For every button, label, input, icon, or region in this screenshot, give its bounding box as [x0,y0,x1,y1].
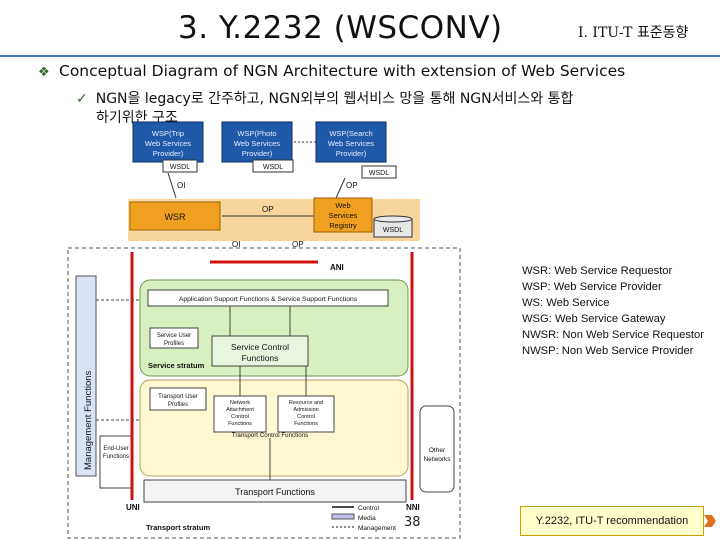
svg-text:Management: Management [358,525,396,532]
reference-box: Y.2232, ITU-T recommendation [520,506,704,536]
svg-text:Web: Web [335,201,350,210]
service-stratum-label: Service stratum [148,361,205,370]
end-user-functions: End-User Functions [99,435,133,489]
ani-label: ANI [330,263,344,272]
svg-text:Services: Services [329,211,358,220]
title-divider [0,55,720,57]
main-bullet-text: Conceptual Diagram of NGN Architecture w… [59,62,626,80]
op-label-top: OP [346,181,358,190]
svg-text:WSDL: WSDL [263,164,283,171]
svg-text:Service User: Service User [157,333,191,339]
wsp-photo-wsdl: WSDL [252,159,294,173]
next-slide-arrow-icon[interactable] [703,512,717,530]
ngn-frame [67,247,461,539]
legend-item: WSG: Web Service Gateway [522,313,666,326]
svg-text:Functions: Functions [228,421,252,427]
oi-label-bottom: OI [232,240,240,249]
transport-user-profiles: Transport User Profiles [149,387,207,411]
svg-text:Service Control: Service Control [231,342,289,352]
svg-text:Web Services: Web Services [234,139,280,148]
svg-text:Functions: Functions [294,421,318,427]
oi-label-top: OI [177,181,185,190]
svg-text:WSDL: WSDL [383,227,403,234]
other-networks: Other Networks [419,405,455,493]
transport-control-label: Transport Control Functions [232,432,308,439]
transport-functions: Transport Functions [143,479,407,503]
wsp-photo-box: WSP(Photo Web Services Provider) [221,121,293,163]
wsp-trip-wsdl: WSDL [162,159,198,173]
svg-text:WSP(Search: WSP(Search [329,129,372,138]
legend-item: WSR: Web Service Requestor [522,265,673,277]
sub-bullet: ✓ NGN을 legacy로 간주하고, NGN외부의 웹서비스 망을 통해 NG… [76,88,573,108]
nni-label: NNI [406,503,420,512]
wsp-search-box: WSP(Search Web Services Provider) [315,121,387,163]
page-number: 38 [404,515,421,530]
svg-text:Attachment: Attachment [226,407,254,413]
svg-text:WSDL: WSDL [369,170,389,177]
check-bullet-icon: ✓ [76,91,88,107]
wsp-trip-box: WSP(Trip Web Services Provider) [132,121,204,163]
racf-box: Resource and Admission Control Functions [277,395,335,433]
svg-text:End-User: End-User [103,446,128,452]
service-user-profiles: Service User Profiles [149,327,199,349]
svg-text:Web Services: Web Services [145,139,191,148]
transport-control-panel [139,379,409,477]
svg-text:Functions: Functions [242,353,279,363]
svg-text:Functions: Functions [103,454,129,460]
sub-bullet-text-1: NGN을 legacy로 간주하고, NGN외부의 웹서비스 망을 통해 NGN… [95,91,574,107]
reference-text: Y.2232, ITU-T recommendation [535,515,689,527]
svg-text:Registry: Registry [329,221,357,230]
svg-text:Media: Media [358,515,376,522]
svg-text:Provider): Provider) [336,149,367,158]
svg-text:Transport Functions: Transport Functions [235,487,315,497]
line-legend: Control Media Management [331,505,396,532]
svg-text:WSP(Trip: WSP(Trip [152,129,184,138]
svg-text:Application Support Functions: Application Support Functions & Service … [179,296,358,303]
svg-text:Web Services: Web Services [328,139,374,148]
page-title: 3. Y.2232 (WSCONV) [178,10,503,46]
svg-text:Admission: Admission [293,407,318,413]
web-services-registry: Web Services Registry [313,197,373,233]
svg-text:Control: Control [297,414,315,420]
svg-text:Control: Control [231,414,249,420]
svg-text:WSP(Photo: WSP(Photo [237,129,276,138]
svg-text:Other: Other [429,447,446,454]
svg-text:Control: Control [358,505,380,512]
app-support-bar: Application Support Functions & Service … [147,289,389,307]
management-functions-bar [75,275,97,477]
section-label: I. ITU-T 표준동향 [578,25,689,41]
wsr-box: WSR [129,201,221,231]
diamond-bullet-icon: ❖ [38,64,50,80]
registry-wsdl-db-icon: WSDL [373,215,413,238]
svg-text:Resource and: Resource and [289,400,323,406]
svg-text:WSDL: WSDL [170,164,190,171]
management-functions-label: Management Functions [83,370,94,470]
legend-item: WSP: Web Service Provider [522,281,662,294]
wsp-search-wsdl: WSDL [361,165,397,179]
svg-text:Transport User: Transport User [158,394,198,400]
legend-item: NWSP: Non Web Service Provider [522,345,694,358]
service-control-functions: Service Control Functions [211,335,309,367]
legend-item: WS: Web Service [522,297,610,310]
svg-text:Networks: Networks [423,456,451,463]
uni-label: UNI [126,503,140,512]
acronym-legend: WSR: Web Service Requestor WSP: Web Serv… [522,263,704,360]
transport-stratum-label: Transport stratum [146,523,211,532]
main-bullet: ❖ Conceptual Diagram of NGN Architecture… [38,62,625,80]
svg-text:Provider): Provider) [242,149,273,158]
svg-text:Profiles: Profiles [164,341,184,347]
svg-text:Network: Network [230,400,250,406]
nacf-box: Network Attachment Control Functions [213,395,267,433]
op-label-bottom: OP [292,240,304,249]
svg-text:Provider): Provider) [153,149,184,158]
svg-text:WSR: WSR [165,212,186,222]
svg-text:Profiles: Profiles [168,402,188,408]
op-label-mid: OP [262,205,274,214]
legend-item: NWSR: Non Web Service Requestor [522,329,704,342]
